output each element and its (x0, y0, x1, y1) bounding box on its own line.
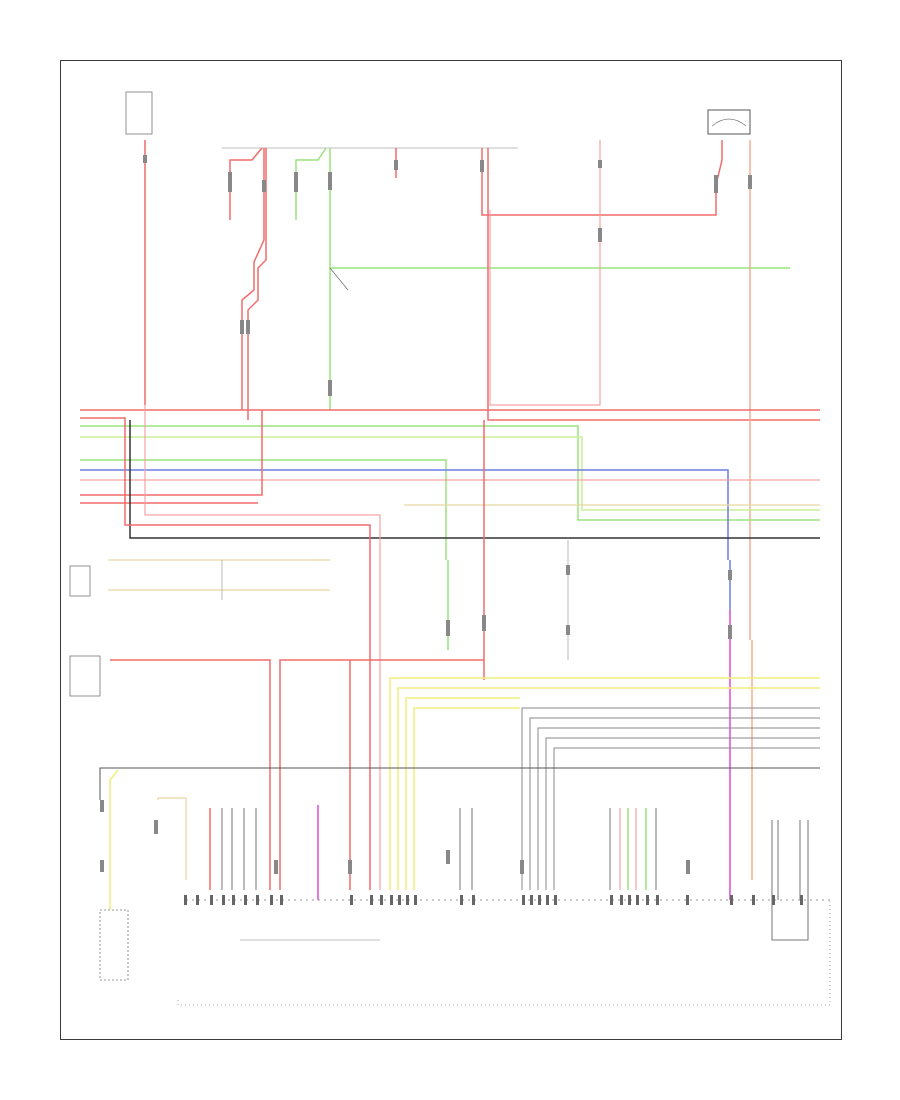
wire-red (110, 659, 271, 890)
wire-dark (129, 420, 820, 539)
wire-red (80, 410, 263, 496)
wire-green (627, 808, 647, 890)
power-distribution-box (707, 109, 751, 135)
wire-yellow (109, 769, 119, 910)
wire-gray (545, 737, 820, 890)
wire-red (279, 659, 484, 890)
module-box (69, 565, 91, 597)
wire-red (619, 808, 637, 890)
wire-gray (521, 707, 820, 890)
wire-gray (529, 717, 820, 890)
wire-yellow (389, 677, 820, 890)
wire-green (80, 459, 447, 560)
wire-red (241, 148, 265, 410)
wire-pink (489, 140, 601, 406)
wire-blue (80, 469, 729, 560)
ecu-pin-row (184, 895, 803, 905)
module-box (99, 909, 129, 981)
wire-red (229, 147, 263, 220)
fuse-box-1 (125, 91, 153, 135)
wire-green (295, 147, 327, 220)
ecu-outline (177, 900, 831, 1006)
module-box (69, 655, 101, 697)
wire-dark (459, 808, 473, 890)
wire-yellow (405, 697, 520, 890)
wire-gray (553, 747, 820, 890)
connector-marks (100, 155, 752, 874)
wire-red (80, 417, 371, 890)
wire-dark (777, 820, 801, 900)
diagram-frame (60, 60, 842, 1040)
switch-line (329, 267, 349, 291)
wire-pink (144, 405, 381, 890)
wire-yellow (397, 687, 820, 890)
wire-dark (221, 808, 257, 890)
wire-green (80, 425, 820, 521)
wire-red (487, 148, 820, 421)
wire-dark (99, 767, 820, 800)
wire-green (80, 436, 820, 511)
wire-gray (537, 727, 820, 890)
wire-dark (771, 820, 809, 941)
wire-yellow (413, 707, 520, 890)
wire-tan (157, 797, 187, 880)
wire-red (481, 140, 723, 216)
